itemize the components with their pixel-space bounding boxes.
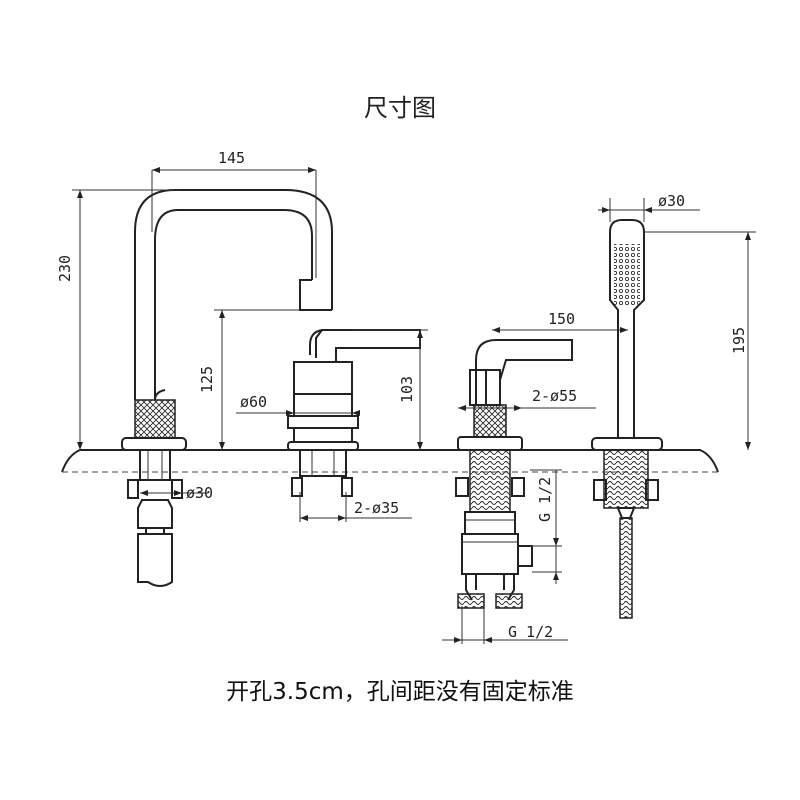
spout — [121, 189, 333, 587]
page-title: 尺寸图 — [364, 94, 436, 122]
hand-spray-diameter-label: ø30 — [658, 192, 685, 210]
overall-height-label: 230 — [56, 255, 74, 282]
handle-height-label: 103 — [398, 376, 416, 403]
spacing-label: 150 — [548, 310, 575, 328]
base-diameter-label: ø60 — [240, 393, 267, 411]
spout-reach-label: 145 — [218, 149, 245, 167]
spray-nozzle-pattern — [614, 244, 640, 306]
vertical-thread-label: G 1/2 — [536, 477, 554, 522]
hose — [619, 517, 633, 619]
footer-note: 开孔3.5cm，孔间距没有固定标准 — [226, 679, 574, 705]
hand-spray — [591, 219, 663, 619]
spout-knurled-collar — [134, 399, 176, 439]
handle-base-diameter-label: 2-ø55 — [532, 387, 577, 405]
deck-surface — [61, 449, 719, 473]
hand-spray-dimensions: ø30 195 — [598, 192, 756, 450]
spout-dimensions: 145 230 125 ø30 — [56, 149, 317, 502]
handle-right — [455, 339, 573, 609]
handle-left — [287, 329, 421, 497]
handle-knurled-collar — [473, 404, 507, 438]
handle-shank-label: 2-ø35 — [354, 499, 399, 517]
handle-left-dimensions: 103 ø60 2-ø35 — [236, 329, 428, 522]
spout-height-label: 125 — [198, 366, 216, 393]
spout-shank-label: ø30 — [186, 484, 213, 502]
bottom-thread-label: G 1/2 — [508, 623, 553, 641]
handle-right-dimensions: 150 2-ø55 G 1/2 G 1/2 — [442, 310, 628, 644]
hand-spray-height-label: 195 — [730, 327, 748, 354]
